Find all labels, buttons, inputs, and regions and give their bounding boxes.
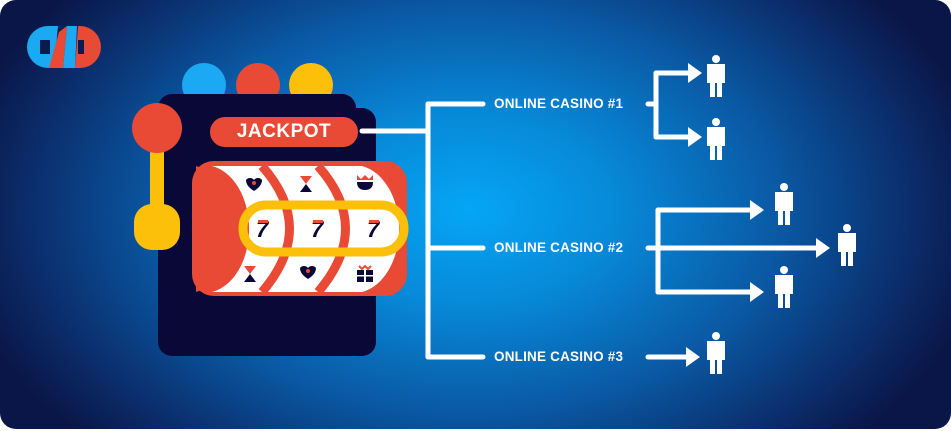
player-icon xyxy=(775,183,793,225)
player-icon xyxy=(838,224,856,266)
crown-icon xyxy=(357,175,373,190)
player-icon xyxy=(775,266,793,308)
gift-icon xyxy=(357,264,373,282)
heart-icon xyxy=(246,177,262,191)
arrowheads xyxy=(686,63,830,367)
lever-icon xyxy=(132,103,182,250)
player-icon xyxy=(707,118,725,160)
casino-1-label: ONLINE CASINO #1 xyxy=(494,96,624,111)
seven-icon: 7 7 7 xyxy=(256,217,381,242)
reels: 7 7 7 xyxy=(192,161,409,296)
player-icon xyxy=(707,332,725,374)
svg-text:7: 7 xyxy=(367,217,381,242)
svg-text:7: 7 xyxy=(311,217,325,242)
heart-icon xyxy=(300,266,316,279)
brand-logo-icon xyxy=(27,26,101,68)
svg-text:7: 7 xyxy=(256,217,270,242)
player-icon xyxy=(707,55,725,97)
hourglass-icon xyxy=(300,176,312,192)
casino-2-label: ONLINE CASINO #2 xyxy=(494,240,624,255)
casino-3-label: ONLINE CASINO #3 xyxy=(494,349,624,364)
payline-highlight xyxy=(238,200,409,257)
hourglass-icon xyxy=(244,266,256,282)
jackpot-label: JACKPOT xyxy=(210,117,358,147)
distribution-tree xyxy=(359,70,823,360)
